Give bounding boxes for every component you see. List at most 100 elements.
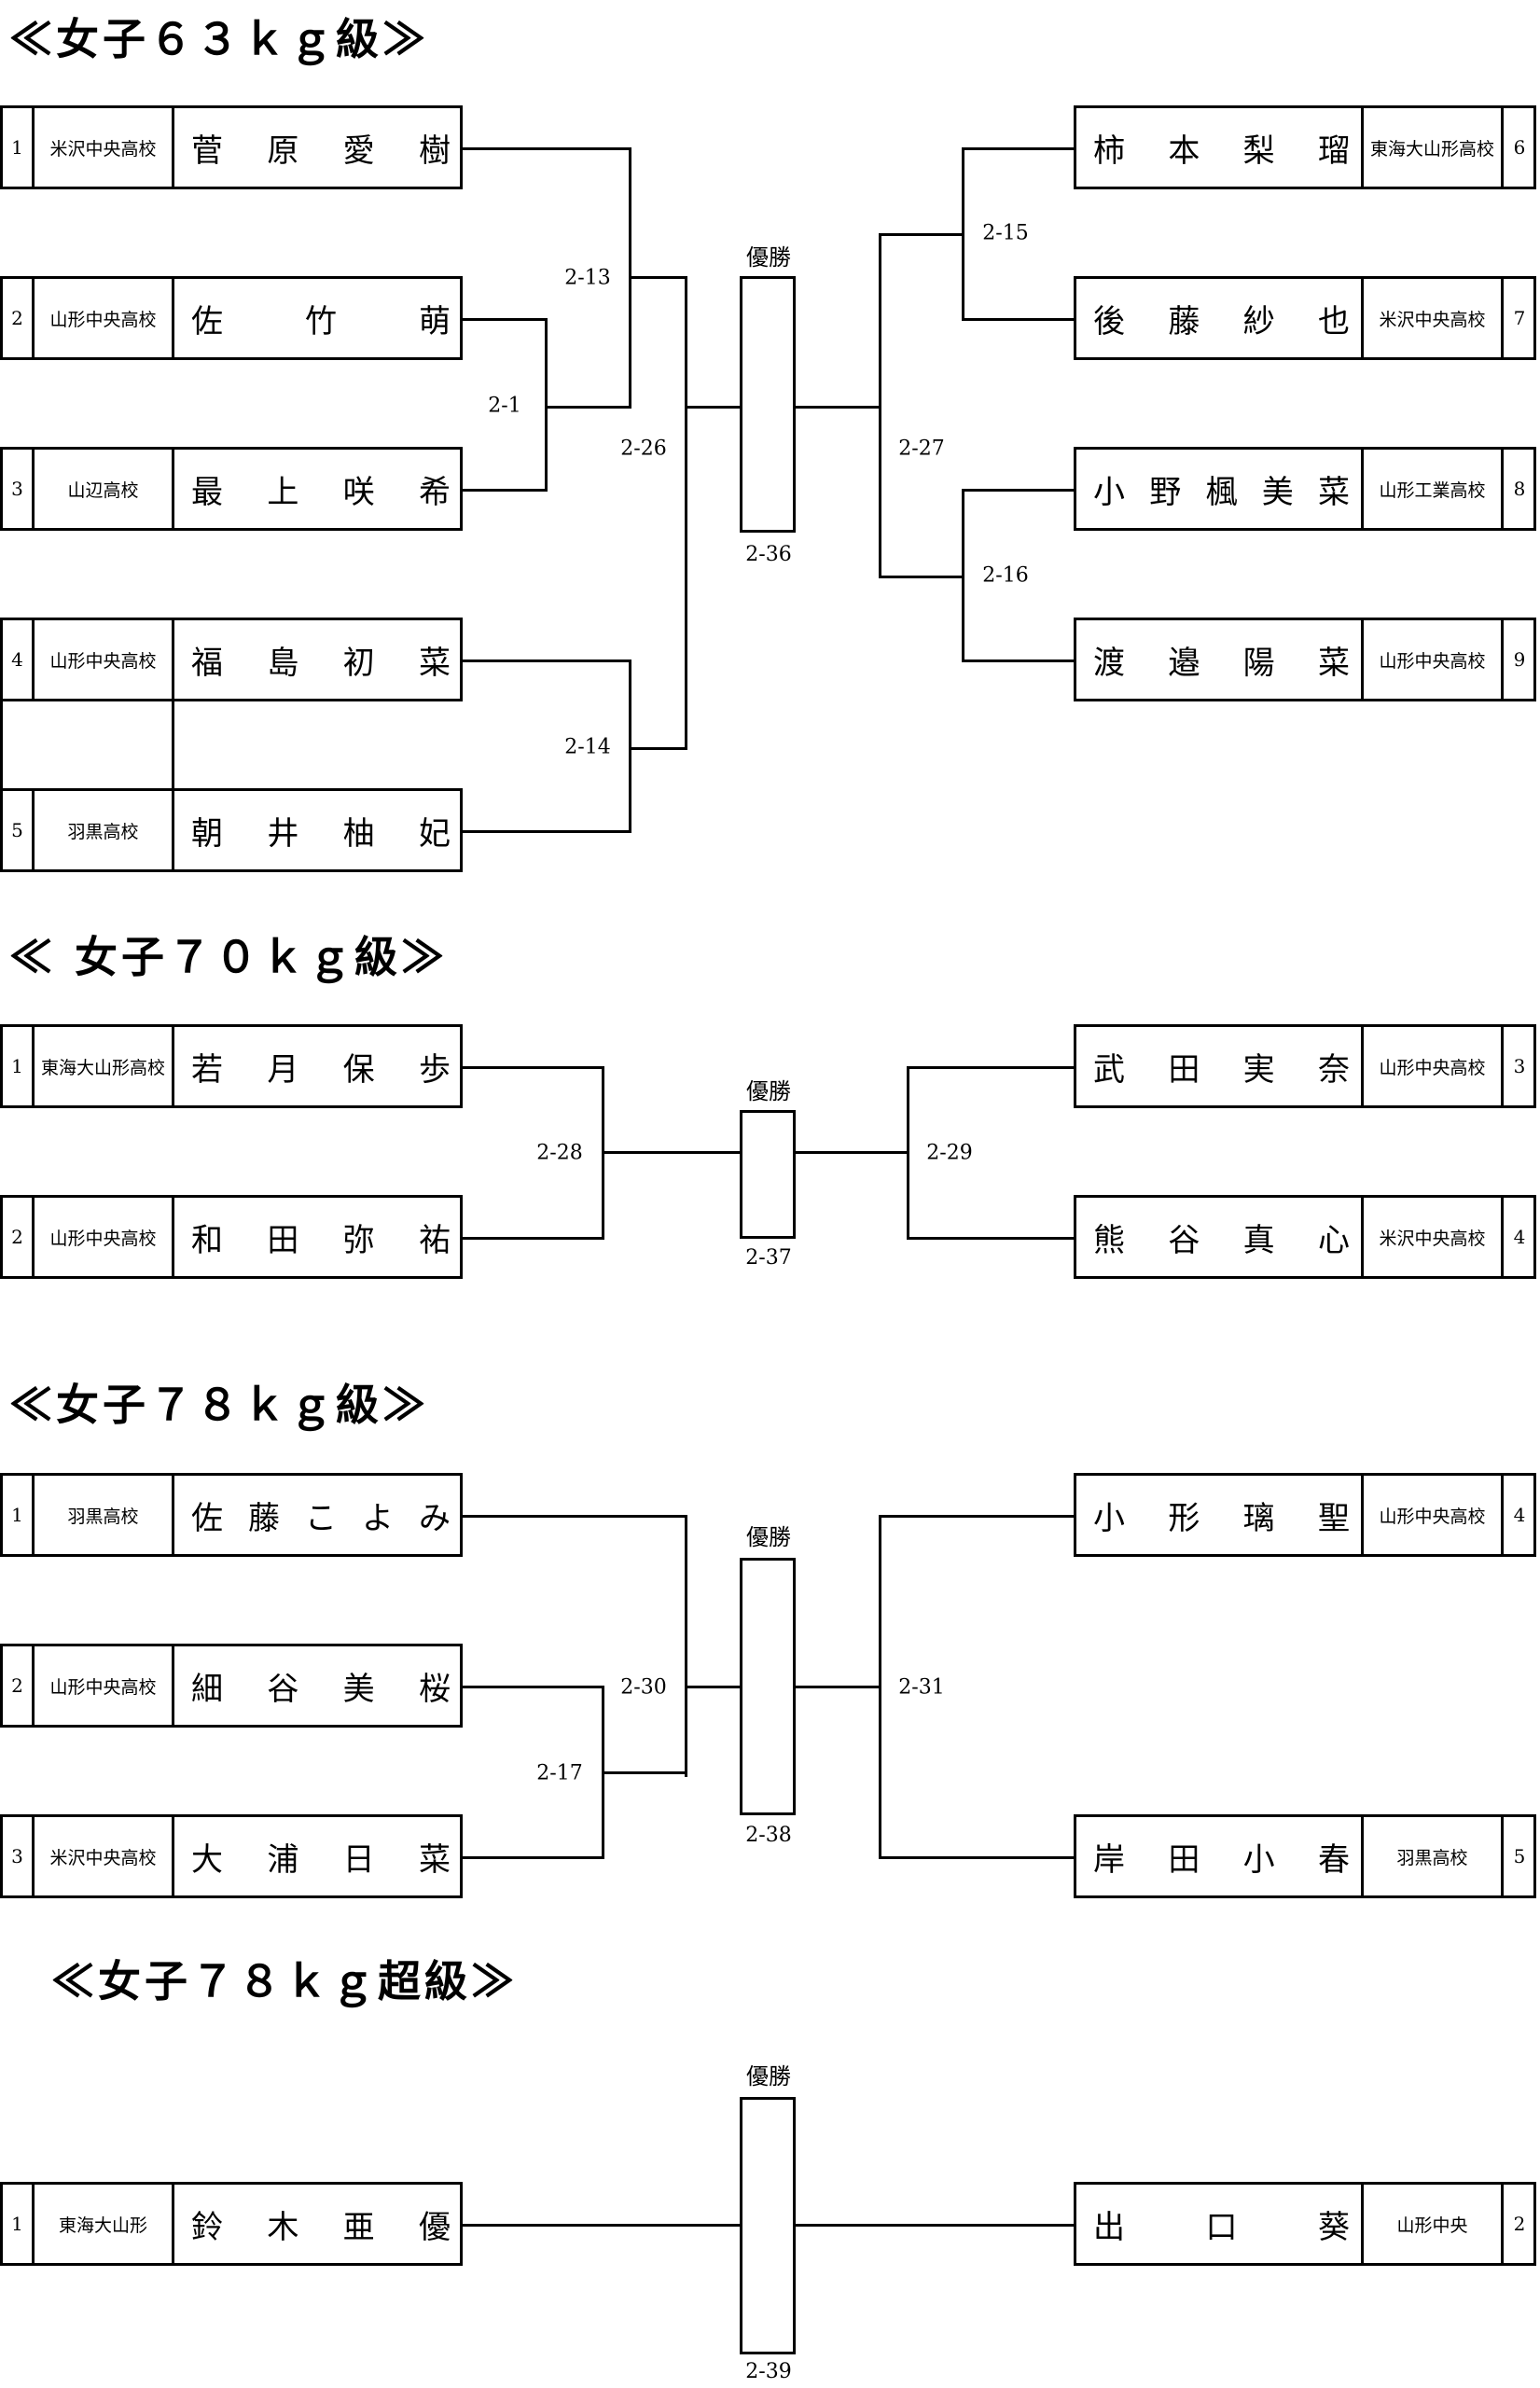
seed-number: 1 <box>3 2185 35 2263</box>
bracket-line <box>796 2224 1077 2227</box>
entry-right[interactable]: 熊 谷 真 心 米沢中央高校 4 <box>1074 1195 1536 1279</box>
athlete-name: 和 田 弥 祐 <box>191 1221 451 1259</box>
school-name: 山形中央高校 <box>1364 1476 1504 1554</box>
match-number: 2-16 <box>977 563 1034 588</box>
bracket-line <box>685 276 687 750</box>
seed-number: 4 <box>1513 1504 1526 1526</box>
entry-left[interactable]: 5 羽黒高校 朝 井 柚 妃 <box>0 788 463 872</box>
entry-right[interactable]: 後 藤 紗 也 米沢中央高校 7 <box>1074 276 1536 360</box>
bracket-line <box>962 318 1077 321</box>
champion-box <box>740 2097 796 2354</box>
bracket-line <box>463 1856 604 1859</box>
bracket-line <box>629 276 687 279</box>
school-name: 東海大山形高校 <box>1364 108 1504 187</box>
champion-label: 優勝 <box>746 244 791 271</box>
bracket-line <box>796 1151 909 1154</box>
bracket-line <box>879 233 881 578</box>
final-match-number: 2-37 <box>745 1246 792 1270</box>
seed-number: 8 <box>1513 478 1526 500</box>
entry-right[interactable]: 柿 本 梨 瑠 東海大山形高校 6 <box>1074 105 1536 189</box>
bracket-line <box>172 700 174 793</box>
school-name: 山形中央高校 <box>35 279 174 357</box>
athlete-name: 菅 原 愛 樹 <box>191 132 451 170</box>
school-name: 山形中央高校 <box>35 620 174 699</box>
entry-right[interactable]: 小 野 楓 美 菜 山形工業高校 8 <box>1074 447 1536 531</box>
match-number: 2-17 <box>531 1761 589 1785</box>
school-name: 米沢中央高校 <box>1364 1198 1504 1276</box>
match-number: 2-30 <box>615 1675 673 1700</box>
entry-left[interactable]: 1 羽黒高校 佐 藤 こ よ み <box>0 1473 463 1557</box>
bracket-line <box>463 318 547 321</box>
champion-box <box>740 276 796 533</box>
school-name: 山形中央 <box>1364 2185 1504 2263</box>
champion-box <box>740 1110 796 1239</box>
bracket-line <box>463 1686 604 1688</box>
bracket-line <box>629 747 687 750</box>
entry-right[interactable]: 出 口 葵 山形中央 2 <box>1074 2182 1536 2266</box>
entry-left[interactable]: 1 米沢中央高校 菅 原 愛 樹 <box>0 105 463 189</box>
entry-right[interactable]: 岸 田 小 春 羽黒高校 5 <box>1074 1814 1536 1898</box>
seed-number: 6 <box>1513 136 1526 159</box>
school-name: 山形中央高校 <box>35 1198 174 1276</box>
match-number: 2-15 <box>977 221 1034 245</box>
athlete-name: 武 田 実 奈 <box>1093 1050 1350 1089</box>
entry-right[interactable]: 小 形 璃 聖 山形中央高校 4 <box>1074 1473 1536 1557</box>
school-name: 羽黒高校 <box>35 1476 174 1554</box>
match-number: 2-26 <box>615 437 673 461</box>
seed-number: 1 <box>3 1476 35 1554</box>
seed-number: 3 <box>1513 1055 1526 1077</box>
entry-left[interactable]: 4 山形中央高校 福 島 初 菜 <box>0 618 463 701</box>
school-name: 東海大山形高校 <box>35 1027 174 1105</box>
entry-left[interactable]: 3 山辺高校 最 上 咲 希 <box>0 447 463 531</box>
seed-number: 2 <box>1513 2213 1526 2235</box>
bracket-line <box>463 830 631 833</box>
athlete-name: 熊 谷 真 心 <box>1093 1221 1350 1259</box>
bracket-line <box>879 1515 1077 1518</box>
athlete-name: 細 谷 美 桜 <box>191 1670 451 1708</box>
bracket-line <box>907 1066 1077 1069</box>
bracket-line <box>463 147 631 150</box>
bracket-line <box>463 1237 604 1240</box>
match-number: 2-29 <box>921 1141 978 1165</box>
entry-right[interactable]: 武 田 実 奈 山形中央高校 3 <box>1074 1024 1536 1108</box>
entry-left[interactable]: 1 東海大山形 鈴 木 亜 優 <box>0 2182 463 2266</box>
seed-number: 2 <box>3 279 35 357</box>
seed-number: 7 <box>1513 307 1526 329</box>
match-number: 2-14 <box>559 735 617 759</box>
final-match-number: 2-36 <box>745 543 792 566</box>
entry-right[interactable]: 渡 邉 陽 菜 山形中央高校 9 <box>1074 618 1536 701</box>
match-number: 2-27 <box>893 437 950 461</box>
bracket-line <box>907 1237 1077 1240</box>
entry-left[interactable]: 2 山形中央高校 和 田 弥 祐 <box>0 1195 463 1279</box>
bracket-line <box>685 1686 741 1688</box>
match-number: 2-31 <box>893 1675 950 1700</box>
bracket-line <box>962 147 964 321</box>
athlete-name: 小 野 楓 美 菜 <box>1093 473 1350 511</box>
bracket-line <box>0 700 3 793</box>
school-name: 山辺高校 <box>35 450 174 528</box>
entry-left[interactable]: 2 山形中央高校 佐 竹 萌 <box>0 276 463 360</box>
athlete-name: 佐 藤 こ よ み <box>191 1499 451 1537</box>
seed-number: 4 <box>3 620 35 699</box>
school-name: 羽黒高校 <box>1364 1817 1504 1895</box>
bracket-line <box>962 489 1077 492</box>
seed-number: 2 <box>3 1646 35 1725</box>
entry-left[interactable]: 3 米沢中央高校 大 浦 日 菜 <box>0 1814 463 1898</box>
bracket-line <box>685 406 741 409</box>
champion-label: 優勝 <box>746 1078 791 1104</box>
bracket-line <box>463 1066 604 1069</box>
school-name: 山形工業高校 <box>1364 450 1504 528</box>
bracket-line <box>879 233 964 236</box>
bracket-line <box>962 489 964 662</box>
bracket-line <box>962 659 1077 662</box>
bracket-line <box>602 1151 742 1154</box>
entry-left[interactable]: 2 山形中央高校 細 谷 美 桜 <box>0 1644 463 1728</box>
athlete-name: 渡 邉 陽 菜 <box>1093 644 1350 682</box>
bracket-line <box>463 489 547 492</box>
entry-left[interactable]: 1 東海大山形高校 若 月 保 歩 <box>0 1024 463 1108</box>
bracket-line <box>629 659 631 833</box>
division-title-63kg: ≪女子６３ｋｇ級≫ <box>9 14 429 64</box>
athlete-name: 柿 本 梨 瑠 <box>1093 132 1350 170</box>
seed-number: 1 <box>3 1027 35 1105</box>
